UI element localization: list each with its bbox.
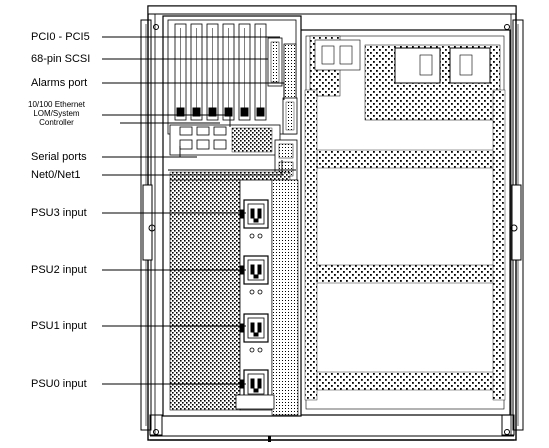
alarms-port-label: Alarms port bbox=[31, 77, 88, 89]
psu-power-inlet bbox=[239, 199, 269, 239]
leader-lines bbox=[102, 36, 285, 385]
pci-slot bbox=[190, 23, 203, 121]
chassis-frame bbox=[140, 5, 524, 441]
serial-ports-label: Serial ports bbox=[31, 151, 87, 163]
pci-slot bbox=[174, 23, 187, 121]
psu1-input-label: PSU1 input bbox=[31, 320, 87, 332]
ethernet-label-line2: LOM/System bbox=[33, 109, 80, 118]
ethernet-label-line3: Controller bbox=[39, 118, 74, 127]
pci-slots bbox=[174, 23, 267, 121]
pci-slot bbox=[238, 23, 251, 121]
scsi-port-label: 68-pin SCSI bbox=[31, 53, 91, 65]
pci-slot bbox=[254, 23, 267, 121]
pci-slot bbox=[206, 23, 219, 121]
net-ports-label: Net0/Net1 bbox=[31, 169, 81, 181]
pci-slot bbox=[222, 23, 235, 121]
psu-bay bbox=[169, 179, 299, 416]
psu3-input-label: PSU3 input bbox=[31, 207, 87, 219]
rear-vent-panel bbox=[299, 29, 511, 416]
pci-slots-label: PCI0 - PCI5 bbox=[31, 31, 90, 43]
psu2-input-label: PSU2 input bbox=[31, 264, 87, 276]
psu-power-inlet bbox=[239, 313, 269, 353]
ethernet-lom-label: 10/100 Ethernet LOM/System Controller bbox=[28, 100, 85, 127]
psu0-input-label: PSU0 input bbox=[31, 378, 87, 390]
ethernet-label-line1: 10/100 Ethernet bbox=[28, 100, 85, 109]
